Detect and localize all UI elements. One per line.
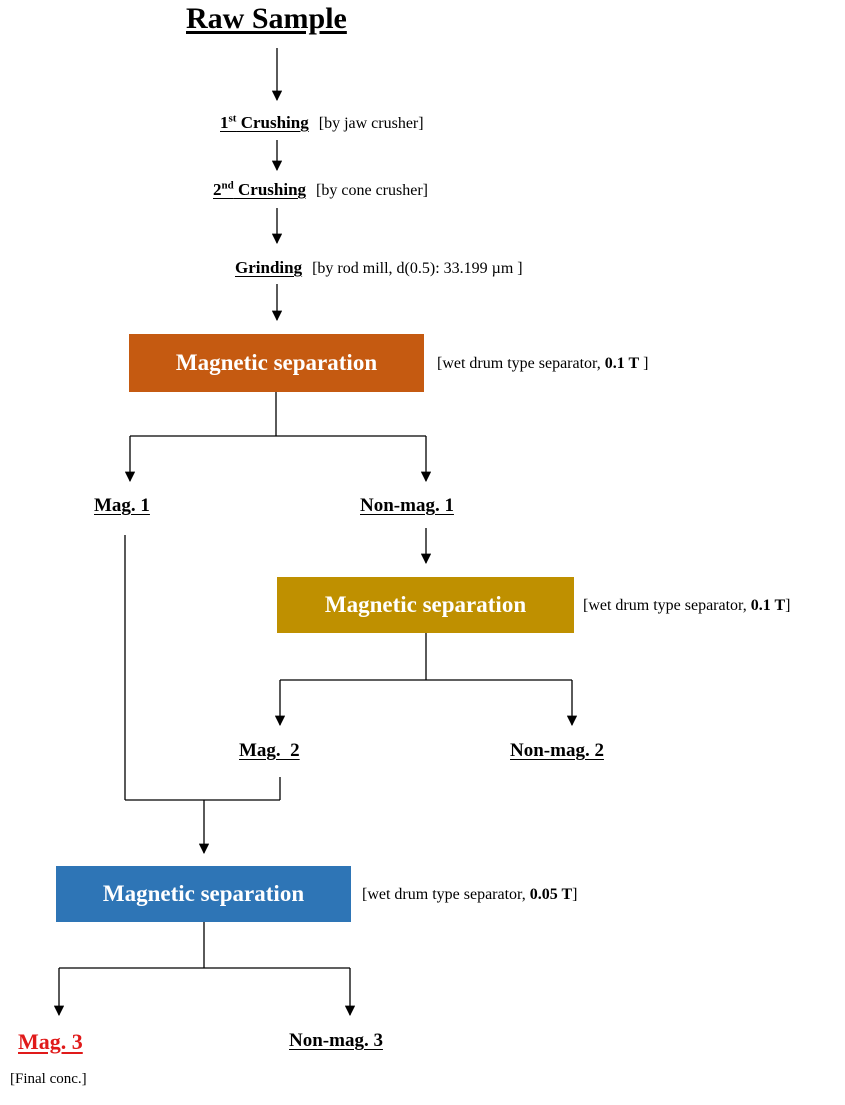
- product-mag-1: Mag. 1: [94, 495, 150, 516]
- step-crushing-2-label: 2nd Crushing: [213, 179, 307, 199]
- step-crushing-1: 1st Crushing [by jaw crusher]: [220, 113, 424, 133]
- step-crushing-1-note: [by jaw crusher]: [318, 115, 424, 132]
- magnetic-separation-box-2-label: Magnetic separation: [324, 592, 527, 617]
- step-crushing-2-note: [by cone crusher]: [316, 182, 428, 199]
- step-crushing-1-label: 1st Crushing: [220, 112, 309, 132]
- product-mag-2: Mag. 2: [239, 740, 300, 761]
- step-grinding-note: [by rod mill, d(0.5): 33.199 µm ]: [312, 260, 523, 277]
- step-crushing-2: 2nd Crushing [by cone crusher]: [213, 180, 428, 200]
- final-concentrate-note: [Final conc.]: [10, 1071, 87, 1087]
- separator-1-condition: [wet drum type separator, 0.1 T ]: [437, 355, 649, 372]
- magnetic-separation-box-2: Magnetic separation: [277, 577, 574, 633]
- product-non-mag-3: Non-mag. 3: [289, 1030, 383, 1051]
- product-non-mag-1: Non-mag. 1: [360, 495, 454, 516]
- magnetic-separation-box-1: Magnetic separation: [129, 334, 424, 392]
- magnetic-separation-box-3-label: Magnetic separation: [102, 881, 305, 906]
- magnetic-separation-box-3: Magnetic separation: [56, 866, 351, 922]
- product-non-mag-2: Non-mag. 2: [510, 740, 604, 761]
- magnetic-separation-box-1-label: Magnetic separation: [175, 350, 378, 375]
- product-mag-3-final: Mag. 3: [18, 1029, 83, 1054]
- step-grinding: Grinding [by rod mill, d(0.5): 33.199 µm …: [235, 258, 523, 278]
- separator-3-condition: [wet drum type separator, 0.05 T]: [362, 886, 578, 903]
- page-title: Raw Sample: [186, 2, 347, 35]
- separator-2-condition: [wet drum type separator, 0.1 T]: [583, 597, 791, 614]
- step-grinding-label: Grinding: [235, 258, 303, 277]
